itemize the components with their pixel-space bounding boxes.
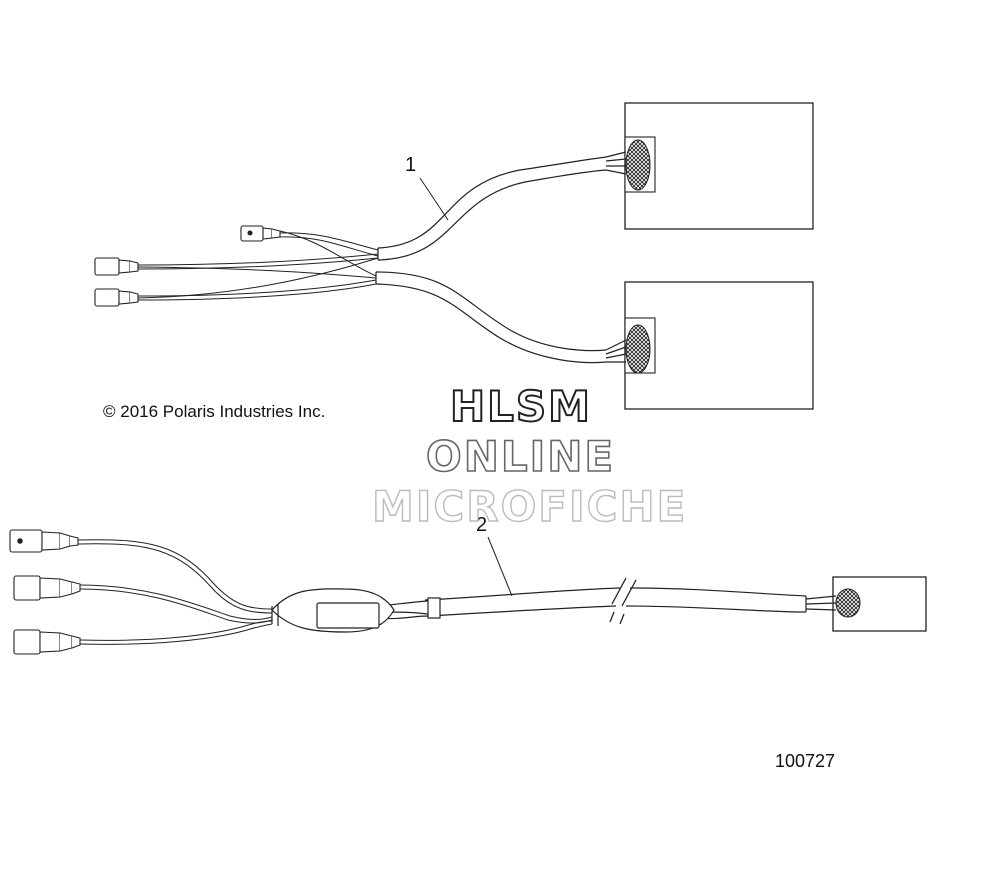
callout-2-label: 2 <box>476 514 488 536</box>
watermark-line-3: MICROFICHE <box>371 481 688 531</box>
heating-pad-upper <box>624 102 814 230</box>
heating-pad-single <box>832 576 927 632</box>
harness-2-terminals <box>9 529 81 655</box>
heating-pad-lower <box>624 281 814 410</box>
callout-1-label: 1 <box>405 154 417 176</box>
harness-1-wires <box>137 230 379 301</box>
copyright-notice: © 2016 Polaris Industries Inc. <box>103 402 326 421</box>
watermark-line-2: ONLINE <box>425 431 616 482</box>
callout-2-leader <box>487 536 513 597</box>
harness-1-sheaths <box>375 151 627 364</box>
harness-1-terminals <box>94 225 281 307</box>
controller-module <box>271 588 395 633</box>
callout-1-leader <box>419 177 449 221</box>
harness-2-wires <box>77 539 273 645</box>
figure-number: 100727 <box>775 751 836 771</box>
watermark-line-1: HLSM <box>449 381 592 432</box>
harness-2-cable <box>379 577 837 625</box>
